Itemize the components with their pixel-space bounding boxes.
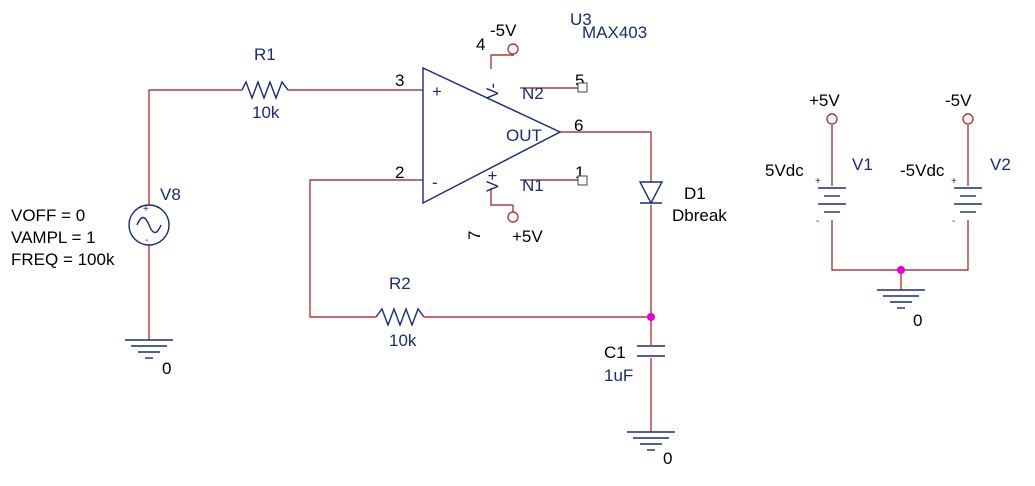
opamp-n1-label: N1 <box>522 176 544 195</box>
voltage-source-v1[interactable]: +5V + - 5Vdc V1 <box>765 91 873 227</box>
v8-param-freq: FREQ = 100k <box>11 250 115 269</box>
junction-dot <box>647 313 655 321</box>
v2-minus-marker: - <box>952 216 955 227</box>
opamp-neg-rail[interactable]: -5V <box>490 21 519 56</box>
r1-ref: R1 <box>254 45 276 64</box>
v2-ref: V2 <box>990 155 1011 174</box>
ground-label: 0 <box>663 449 672 468</box>
opamp-plus-symbol: + <box>432 82 442 101</box>
opamp-u3[interactable]: + - OUT N2 N1 V- V+ 3 2 6 5 1 4 7 U3 MAX… <box>395 10 647 240</box>
v8-param-vampl: VAMPL = 1 <box>11 228 96 247</box>
voltage-source-v8[interactable]: + - V8 VOFF = 0 VAMPL = 1 FREQ = 100k <box>11 185 181 269</box>
capacitor-c1[interactable]: C1 1uF <box>604 343 665 385</box>
c1-value: 1uF <box>604 366 633 385</box>
opamp-out-label: OUT <box>506 126 542 145</box>
v2-value: -5Vdc <box>900 161 945 180</box>
junction-dot <box>897 266 905 274</box>
ground-symbol-supplies: 0 <box>877 289 925 330</box>
diode-d1[interactable]: D1 Dbreak <box>638 181 727 225</box>
v8-param-voff: VOFF = 0 <box>11 206 85 225</box>
d1-ref: D1 <box>684 184 706 203</box>
v1-rail-label: +5V <box>809 91 840 110</box>
n1-pin-terminal[interactable] <box>577 175 588 186</box>
d1-model: Dbreak <box>672 206 727 225</box>
opamp-pos-rail-label: +5V <box>512 227 543 246</box>
v8-minus-marker: - <box>145 235 148 246</box>
opamp-ref: U3 <box>570 10 592 29</box>
resistor-r1[interactable]: R1 10k <box>241 45 289 122</box>
opamp-pos-rail[interactable]: +5V <box>507 205 543 246</box>
n2-pin-terminal[interactable] <box>577 82 588 93</box>
opamp-vplus-label: V+ <box>483 171 502 192</box>
resistor-r2[interactable]: R2 10k <box>375 274 425 350</box>
ground-symbol-c1: 0 <box>627 431 675 468</box>
opamp-pin1: 1 <box>575 163 584 182</box>
c1-ref: C1 <box>604 343 626 362</box>
v8-plus-marker: + <box>143 204 149 215</box>
r2-value: 10k <box>389 331 417 350</box>
opamp-pin5: 5 <box>575 71 584 90</box>
opamp-n2-label: N2 <box>522 84 544 103</box>
opamp-neg-rail-label: -5V <box>490 21 517 40</box>
ground-symbol-v8: 0 <box>125 339 173 378</box>
ground-label: 0 <box>162 359 171 378</box>
opamp-minus-symbol: - <box>432 173 438 192</box>
r1-value: 10k <box>252 103 280 122</box>
v1-value: 5Vdc <box>765 161 804 180</box>
v1-plus-marker: + <box>815 176 821 187</box>
opamp-pin6: 6 <box>574 116 583 135</box>
ground-label: 0 <box>913 311 922 330</box>
v2-rail-label: -5V <box>945 91 972 110</box>
opamp-pin2: 2 <box>395 163 404 182</box>
v1-ref: V1 <box>852 155 873 174</box>
opamp-pin4: 4 <box>476 35 485 54</box>
r2-ref: R2 <box>389 274 411 293</box>
opamp-part: MAX403 <box>582 23 647 42</box>
opamp-pin3: 3 <box>395 71 404 90</box>
v2-plus-marker: + <box>951 176 957 187</box>
opamp-pin7: 7 <box>465 231 484 240</box>
v8-ref: V8 <box>160 185 181 204</box>
v1-minus-marker: - <box>816 216 819 227</box>
voltage-source-v2[interactable]: -5V + - -5Vdc V2 <box>900 91 1011 227</box>
opamp-vminus-label: V- <box>483 83 502 99</box>
